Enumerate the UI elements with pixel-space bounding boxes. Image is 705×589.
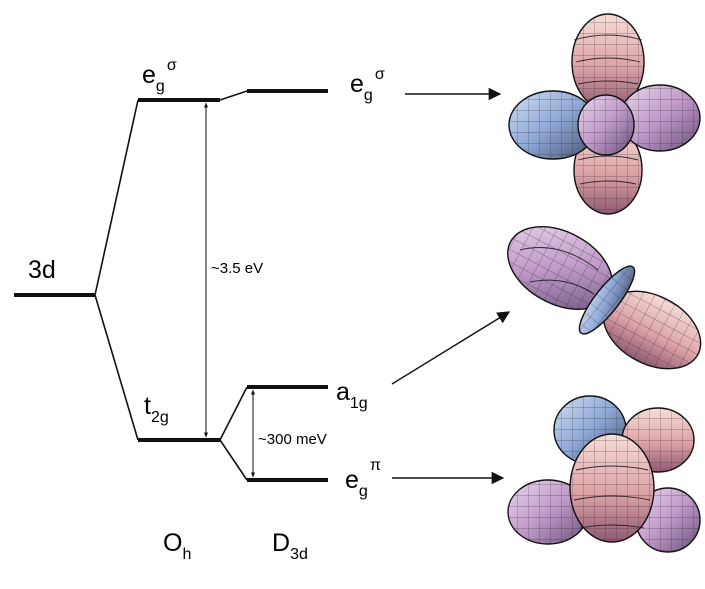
label-eg-sigma-d3d: egσ: [350, 66, 385, 104]
arrow-to-a1g-orbital: [391, 311, 511, 385]
label-t2g: t2g: [144, 392, 169, 426]
eg-sigma-orbital: [508, 13, 701, 215]
label-a1g: a1g: [336, 378, 368, 412]
symmetry-oh: Oh: [163, 529, 191, 563]
symmetry-d3d: D3d: [272, 529, 308, 563]
gap-label-large: ~3.5 eV: [211, 260, 263, 277]
connector-lines: [94, 90, 248, 481]
label-3d: 3d: [28, 256, 56, 284]
label-eg-sigma-oh: egσ: [142, 57, 177, 95]
a1g-orbital: [507, 226, 702, 370]
eg-pi-orbital: [507, 395, 701, 553]
gap-label-small: ~300 meV: [258, 431, 327, 448]
label-eg-pi: egπ: [345, 457, 381, 500]
